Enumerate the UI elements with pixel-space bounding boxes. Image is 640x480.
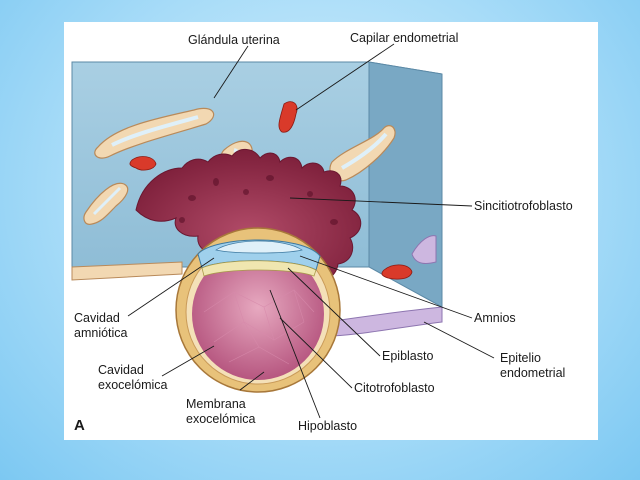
- label-epitelio-endometrial-2: endometrial: [500, 366, 565, 380]
- label-sincitiotrofoblasto: Sincitiotrofoblasto: [474, 199, 573, 213]
- label-cavidad-amniotica-1: Cavidad: [74, 311, 120, 325]
- endometrial-epithelium-right: [325, 306, 443, 337]
- label-glandula-uterina: Glándula uterina: [188, 33, 280, 47]
- capillary-3: [381, 264, 413, 280]
- label-cavidad-exocelomica-2: exocelómica: [98, 378, 168, 392]
- gland-side: [411, 235, 437, 265]
- cavity-texture: [203, 289, 315, 365]
- hypoblast: [201, 260, 317, 277]
- label-epiblasto: Epiblasto: [382, 349, 433, 363]
- gland-4-lumen: [341, 132, 388, 170]
- endometrial-epithelium-left: [71, 261, 183, 281]
- capillary-2: [129, 156, 157, 171]
- implantation-diagram: Glándula uterina Capilar endometrial Sin…: [71, 31, 573, 434]
- label-cavidad-exocelomica-1: Cavidad: [98, 363, 144, 377]
- gland-3-lumen: [92, 186, 122, 216]
- capillary-1: [278, 101, 298, 133]
- label-membrana-exocelomica-1: Membrana: [186, 397, 246, 411]
- label-amnios: Amnios: [474, 311, 516, 325]
- label-cavidad-amniotica-2: amniótica: [74, 326, 128, 340]
- label-capilar-endometrial: Capilar endometrial: [350, 31, 458, 45]
- amniotic-cavity: [215, 240, 303, 254]
- panel-letter: A: [74, 417, 85, 434]
- gland-1-lumen: [111, 115, 199, 147]
- endometrial-capillaries: [129, 101, 413, 280]
- label-membrana-exocelomica-2: exocelómica: [186, 412, 256, 426]
- label-epitelio-endometrial-1: Epitelio: [500, 351, 541, 365]
- leader-lines: [127, 43, 495, 419]
- slide-panel: Glándula uterina Capilar endometrial Sin…: [64, 22, 598, 440]
- label-citotrofoblasto: Citotrofoblasto: [354, 381, 435, 395]
- label-hipoblasto: Hipoblasto: [298, 419, 357, 433]
- exocoelomic-cavity: [192, 248, 324, 380]
